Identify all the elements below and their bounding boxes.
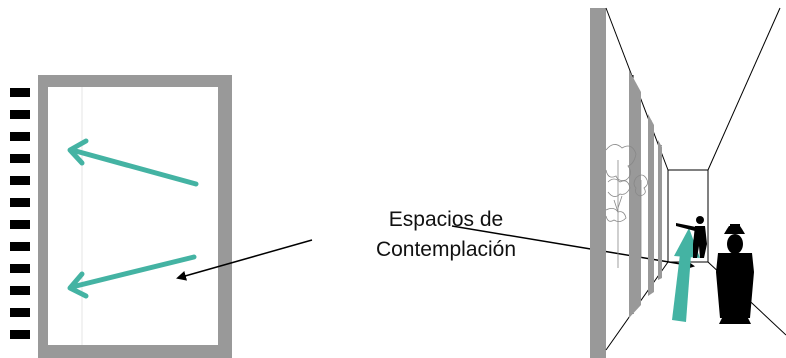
plan-wall-left [38, 75, 48, 358]
plan-wall-bottom [38, 345, 232, 358]
tree-sketch-2 [633, 174, 648, 258]
window-mullions [629, 70, 662, 318]
callout-arrow-left [176, 239, 313, 281]
plan-wall-top [38, 75, 232, 87]
plan-wall-right [218, 75, 232, 358]
tree-sketch-1 [605, 144, 637, 268]
corridor-perspective [590, 7, 786, 358]
label-espacios-de: Espacios de [388, 208, 504, 231]
corridor-outer-wall [590, 8, 606, 358]
plan-view [10, 75, 232, 358]
foreground-figure-silhouette [716, 224, 754, 324]
distant-figure-silhouette [676, 216, 707, 258]
plan-teal-arrow-bottom [67, 254, 197, 299]
plan-teal-arrow-top [67, 138, 199, 187]
dashed-facade [10, 88, 30, 339]
label-contemplacion: Contemplación [375, 238, 517, 261]
plan-walls [38, 75, 232, 358]
